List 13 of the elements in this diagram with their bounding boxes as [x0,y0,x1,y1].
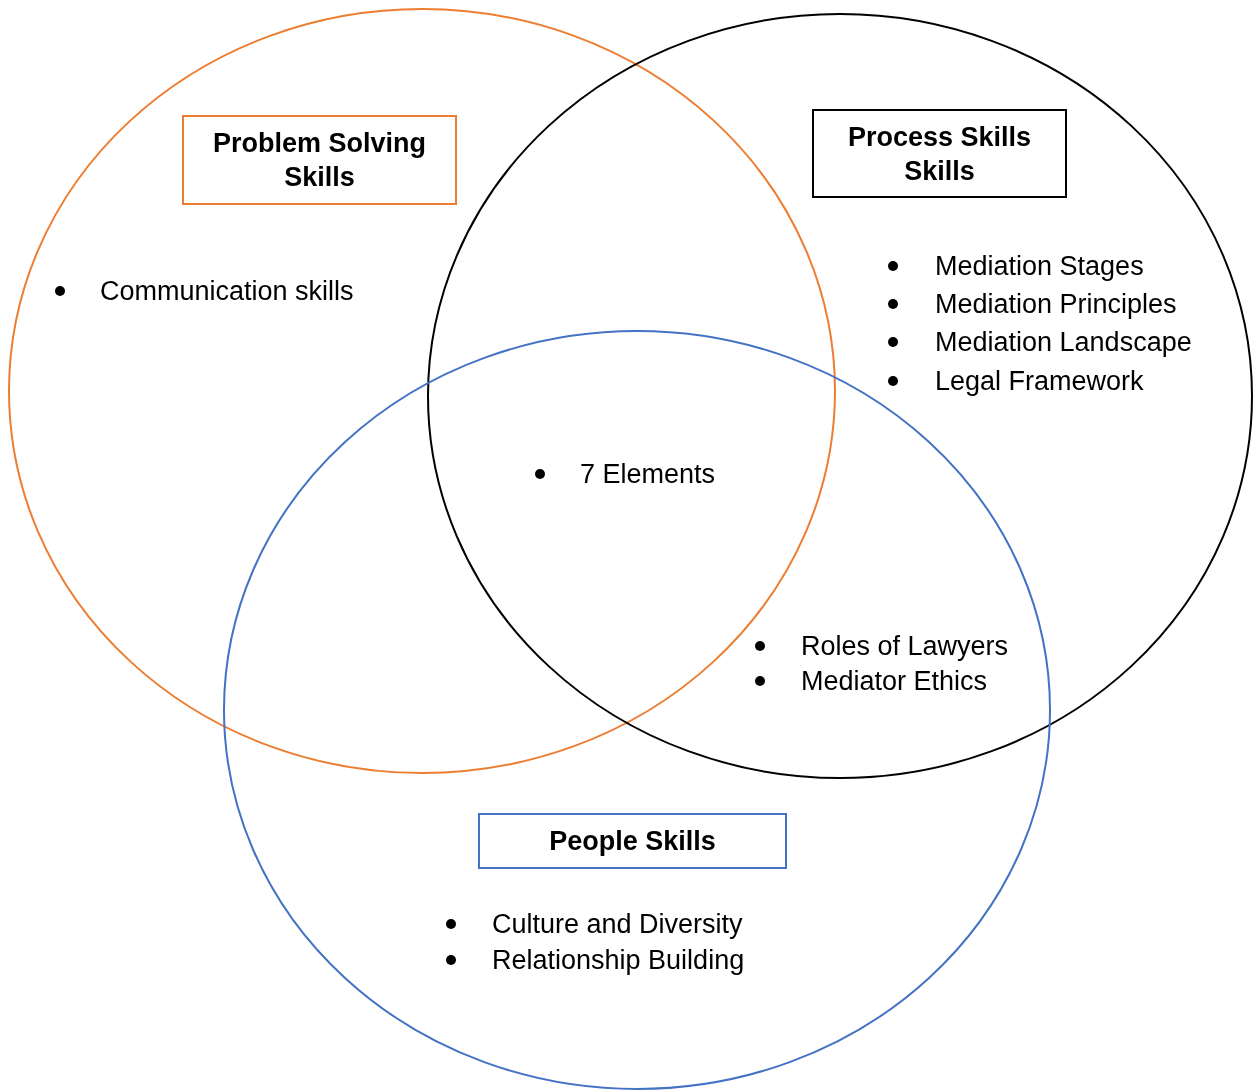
list-item: Roles of Lawyers [801,630,1009,662]
list-item: Culture and Diversity [492,908,743,940]
list-item: Mediation Landscape [935,326,1192,358]
list-item: Mediator Ethics [801,665,988,697]
list-item: Communication skills [100,275,354,307]
heading-box: Process Skills Skills [812,109,1067,198]
list-item: Mediation Stages [935,250,1144,282]
list-item: Relationship Building [492,944,745,976]
heading-box: People Skills [478,813,787,869]
list-item: 7 Elements [580,458,716,490]
heading-box: Problem Solving Skills [182,115,457,205]
list-item: Legal Framework [935,365,1144,397]
list-item: Mediation Principles [935,288,1177,320]
